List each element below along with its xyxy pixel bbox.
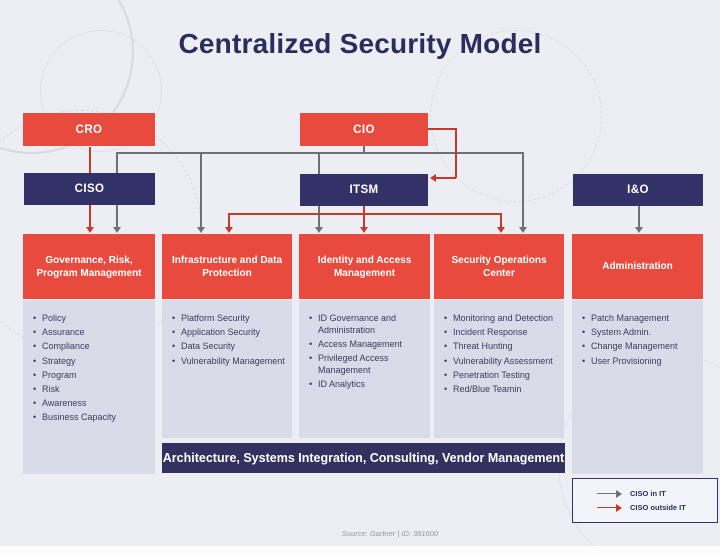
bullet-list: Monitoring and DetectionIncident Respons… [444,313,559,396]
connector-cio-right-elbow-top [428,128,456,130]
list-item: Penetration Testing [444,370,559,382]
column-body: ID Governance and AdministrationAccess M… [299,300,430,438]
list-item: Red/Blue Teamin [444,384,559,396]
legend-row-ciso-in-it: CISO in IT [597,489,717,498]
bullet-list: ID Governance and AdministrationAccess M… [309,313,425,391]
list-item: Business Capacity [33,412,150,424]
column-body: PolicyAssuranceComplianceStrategyProgram… [23,300,155,474]
shared-services-bar: Architecture, Systems Integration, Consu… [162,443,565,473]
legend-label: CISO in IT [630,489,666,498]
connector-red-to-col4 [500,213,502,228]
itsm-box: ITSM [300,174,428,206]
list-item: Compliance [33,341,150,353]
gray-arrow-icon [597,489,623,498]
list-item: ID Governance and Administration [309,313,425,336]
bullet-list: Patch ManagementSystem Admin. Change Mana… [582,313,698,367]
list-item: Threat Hunting [444,341,559,353]
ciso-box: CISO [24,173,155,205]
column-header: Administration [572,234,703,299]
connector-gray-to-col4 [522,152,524,228]
list-item: Data Security [172,341,287,353]
list-item: Strategy [33,356,150,368]
list-item: Vulnerability Assessment [444,356,559,368]
connector-io-to-col5 [638,206,640,228]
list-item: Patch Management [582,313,698,325]
column-security-operations: Security Operations Center Monitoring an… [434,234,564,438]
bullet-list: PolicyAssuranceComplianceStrategyProgram… [33,313,150,424]
list-item: Program [33,370,150,382]
red-arrowhead-itsm [430,174,436,182]
red-arrowhead-col2 [225,227,233,233]
connector-gray-to-col2 [200,152,202,228]
column-header: Governance, Risk, Program Management [23,234,155,299]
red-arrow-icon [597,503,623,512]
list-item: Change Management [582,341,698,353]
column-header: Security Operations Center [434,234,564,299]
list-item: Monitoring and Detection [444,313,559,325]
bullet-list: Platform SecurityApplication SecurityDat… [172,313,287,367]
legend-row-ciso-outside-it: CISO outside IT [597,503,717,512]
column-governance-risk: Governance, Risk, Program Management Pol… [23,234,155,474]
list-item: Assurance [33,327,150,339]
diagram-title: Centralized Security Model [178,28,542,59]
bottom-margin [0,546,720,556]
io-box: I&O [573,174,703,206]
connector-cio-right-elbow-bottom [436,177,456,179]
list-item: System Admin. [582,327,698,339]
column-administration: Administration Patch ManagementSystem Ad… [572,234,703,474]
column-body: Platform SecurityApplication SecurityDat… [162,300,292,438]
gray-arrowhead-col1 [113,227,121,233]
connector-cio-right-elbow-vert [455,128,457,178]
connector-red-bus [228,213,501,215]
list-item: Incident Response [444,327,559,339]
list-item: Access Management [309,339,425,351]
list-item: Platform Security [172,313,287,325]
gray-arrowhead-col2 [197,227,205,233]
gray-arrowhead-col4 [519,227,527,233]
list-item: Vulnerability Management [172,356,287,368]
list-item: ID Analytics [309,379,425,391]
background-pattern-circle [430,30,602,202]
gray-arrowhead-col3 [315,227,323,233]
connector-cio-down [363,146,365,152]
connector-itsm-to-col3 [363,206,365,228]
column-body: Patch ManagementSystem Admin. Change Mana… [572,300,703,474]
column-identity-access: Identity and Access Management ID Govern… [299,234,430,438]
column-body: Monitoring and DetectionIncident Respons… [434,300,564,438]
connector-gray-bus [116,152,523,154]
background-pattern-circle [40,30,162,152]
connector-red-to-col2 [228,213,230,228]
list-item: Application Security [172,327,287,339]
cro-box: CRO [23,113,155,146]
gray-arrowhead-col5 [635,227,643,233]
column-header: Infrastructure and Data Protection [162,234,292,299]
source-citation: Source: Gartner | ID: 381600 [341,529,439,538]
cio-box: CIO [300,113,428,146]
column-infrastructure: Infrastructure and Data Protection Platf… [162,234,292,438]
legend-label: CISO outside IT [630,503,686,512]
column-header: Identity and Access Management [299,234,430,299]
list-item: Policy [33,313,150,325]
legend-box: CISO in IT CISO outside IT [572,478,718,523]
list-item: Risk [33,384,150,396]
list-item: Privileged Access Management [309,353,425,376]
red-arrowhead-col3 [360,227,368,233]
red-arrowhead-col1 [86,227,94,233]
list-item: Awareness [33,398,150,410]
list-item: User Provisioning [582,356,698,368]
red-arrowhead-col4 [497,227,505,233]
